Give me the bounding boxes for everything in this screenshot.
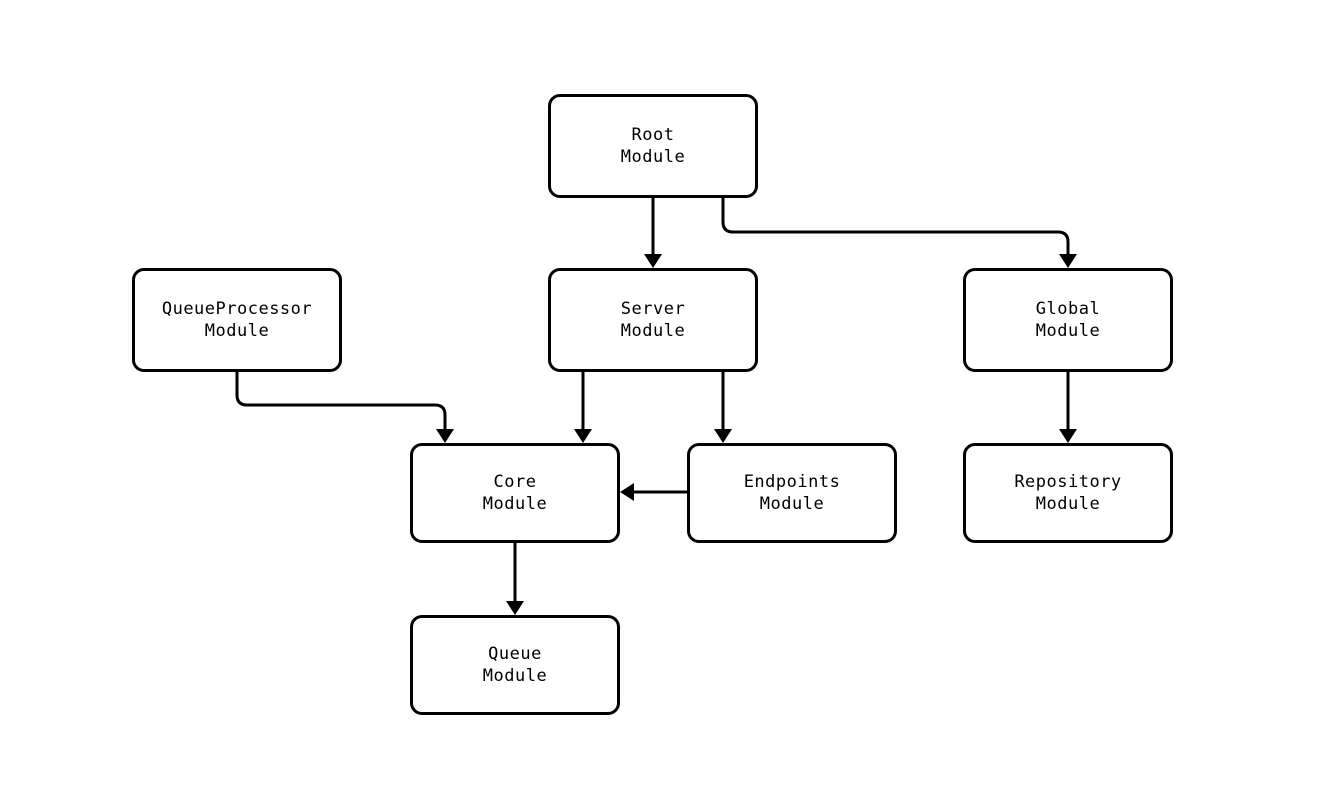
core-module-title: Core <box>493 472 537 492</box>
queue-module-subtitle: Module <box>482 666 548 686</box>
edge-server-to-core-arrowhead <box>574 429 592 443</box>
edge-endpoints-to-core-arrowhead <box>620 483 634 501</box>
edge-root-to-global-arrowhead <box>1059 254 1077 268</box>
edge-server-to-endpoints-arrowhead <box>714 429 732 443</box>
queueprocessor-module-subtitle: Module <box>204 321 270 341</box>
queueprocessor-module-title: QueueProcessor <box>161 299 313 319</box>
edge-global-to-repository-arrowhead <box>1059 429 1077 443</box>
endpoints-module-title: Endpoints <box>743 472 841 492</box>
server-module-title: Server <box>620 299 686 319</box>
edge-queueprocessor-to-core-arrowhead <box>436 429 454 443</box>
root-module-title: Root <box>631 125 675 145</box>
edge-root-to-global <box>721 198 1070 256</box>
edge-core-to-queue-arrowhead <box>506 601 524 615</box>
global-module-title: Global <box>1035 299 1101 319</box>
repository-module-title: Repository <box>1014 472 1122 492</box>
edge-root-to-server-arrowhead <box>644 254 662 268</box>
global-module-subtitle: Module <box>1035 321 1101 341</box>
endpoints-module-subtitle: Module <box>759 494 825 514</box>
server-module-subtitle: Module <box>620 321 686 341</box>
root-module-subtitle: Module <box>620 147 686 167</box>
repository-module-subtitle: Module <box>1035 494 1101 514</box>
edge-queueprocessor-to-core <box>235 372 447 431</box>
queue-module-title: Queue <box>488 644 542 664</box>
core-module-subtitle: Module <box>482 494 548 514</box>
